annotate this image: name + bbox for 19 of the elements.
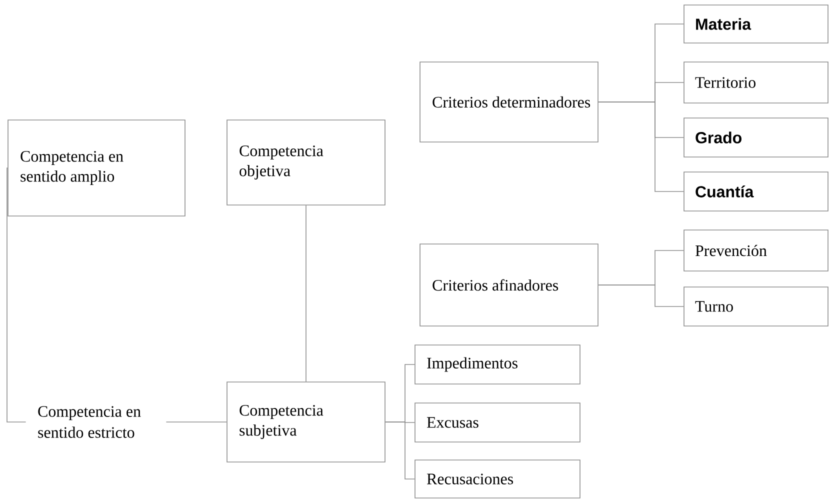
connector-line xyxy=(598,284,684,307)
label-box: Turno xyxy=(684,286,828,326)
label-box: Excusas xyxy=(414,402,580,442)
label-box: Criterios afinadores xyxy=(420,244,598,326)
label-box: Competencia en sentido amplio xyxy=(8,120,186,216)
connector-line xyxy=(385,422,415,480)
label-box: Materia xyxy=(684,4,828,44)
label-text: Competencia en sentido estricto xyxy=(38,406,141,438)
label-box: Competencia subjetiva xyxy=(226,382,386,462)
label-box: Territorio xyxy=(684,62,828,104)
connector-line xyxy=(598,102,684,192)
label-box: Cuantía xyxy=(684,172,828,212)
label-box: Grado xyxy=(684,118,828,158)
label-box: Competencia objetiva xyxy=(226,120,386,206)
label-box: Prevención xyxy=(684,230,828,272)
label-box: Recusaciones xyxy=(414,460,580,498)
connector-line xyxy=(6,168,26,422)
label-box: Criterios determinadores xyxy=(420,62,598,142)
label-box: Impedimentos xyxy=(414,344,580,384)
